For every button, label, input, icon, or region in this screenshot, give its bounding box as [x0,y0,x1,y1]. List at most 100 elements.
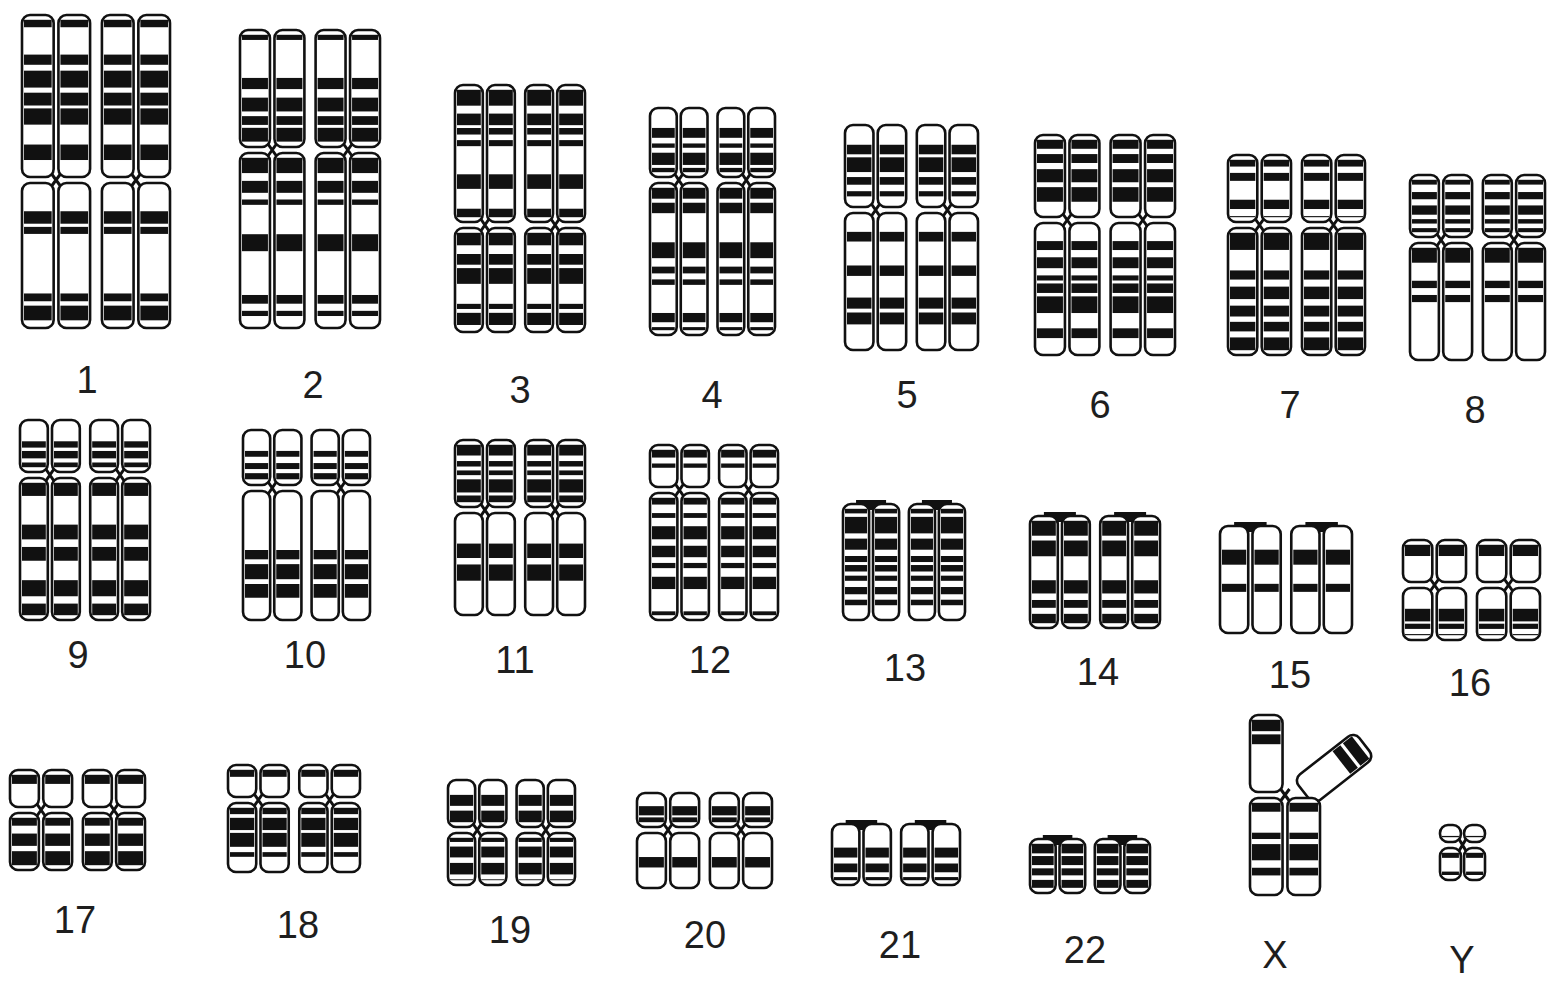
chromatid-arm [343,491,370,620]
chromatid-p-arm [260,765,288,797]
chromatid-outline [1464,848,1485,880]
chromatid-outline [52,478,80,620]
chromosome-band [550,795,573,806]
chromosome-band [1113,241,1139,250]
chromosome-band [276,181,302,193]
chromatid-outline [1516,175,1545,237]
chromosome-pair [832,820,960,885]
chromatid-arm [487,440,515,507]
chromosome-band [276,311,302,316]
chromosome-band [1264,200,1289,209]
chromosome-band [262,770,286,777]
chromosome-band [1264,322,1289,332]
chromosome-band [519,863,542,875]
chromatid-outline [548,833,575,885]
chromosome-band [1064,541,1088,557]
chromatid-outline [299,803,327,872]
chromosome-band [750,242,773,258]
chromatid-arm [1464,848,1485,880]
chromosome-band [104,293,132,301]
chromosome-band [720,128,743,138]
chromatid-outline [102,183,134,328]
chromatid-arm [243,430,270,485]
chromosome-band [952,313,976,325]
chromosome-band [1097,856,1119,865]
chromatid-arm [557,440,585,507]
chromatid-outline [1062,516,1090,628]
chromosome-band [1289,868,1318,876]
chromatid-outline [243,430,270,485]
chromosome-band [1062,844,1084,854]
chromatid-arm [650,183,677,335]
chromosome-band [24,71,52,88]
chromosome-pair [1035,135,1175,355]
chromosome-band [276,98,302,112]
chromosome-band [1252,833,1281,839]
chromosome-band [684,463,707,467]
chromosome-pair [240,30,380,328]
chromosome-pair [1440,825,1485,880]
chromosome-band [1479,634,1504,635]
chromosome-band [941,587,963,594]
chromatid-outline [343,430,370,485]
chromosome-band [24,211,52,223]
chromosome-band [1134,600,1158,608]
chromosome-band [345,463,368,469]
chromosome-band [1485,205,1510,214]
chromatid-arm [90,420,118,472]
chromosome-band [489,140,513,146]
chromosome-band [457,114,481,126]
chromatid-arm [1511,540,1540,582]
chromatid-outline [1410,175,1439,237]
chromatid-arm [548,780,575,827]
chromosome-band [911,539,933,550]
centromere [675,174,683,186]
chromatid-arm [670,793,699,827]
chromosome-band [935,848,958,858]
chromosome-band [1032,868,1054,875]
chromosome-band [318,295,344,304]
chromatid-outline [719,493,746,620]
chromosome-band [92,580,116,596]
chromosome-band [639,817,664,822]
centromere [664,824,672,836]
chromosome-band [845,600,867,606]
chromatid-arm [939,504,965,620]
chromosome-band [104,306,132,321]
chromosome-band [1479,545,1504,556]
chromosome-band [1304,270,1329,279]
chromosome-band [489,470,513,475]
chromosome-band [875,576,897,581]
chromatid-p-arm [1262,155,1291,222]
chromosome-band [12,834,37,846]
chromosome-band [911,509,933,514]
chromosome-band [639,806,664,815]
chromatid-p-arm [332,765,360,797]
chromosome-band [1479,624,1504,629]
chromatid-outline [1302,155,1331,222]
chromatid-outline [1440,825,1461,842]
chromosome-band [559,209,583,217]
chromatid-outline [1336,228,1365,355]
chromatid-arm [909,504,935,620]
chromosome-band [1113,257,1139,268]
chromosome-band [104,93,132,106]
centromere [871,204,879,216]
chromosome-band [489,445,513,456]
chromosome-band [124,463,148,468]
chromosome-band [1405,545,1430,556]
chromosome-band [489,128,513,135]
chromatid-outline [710,793,739,827]
chromosome-band [753,513,776,518]
chromosome-band [721,577,744,589]
chromatid-p-arm [743,793,772,827]
chromosome-band [1230,270,1255,279]
chromatid-outline [557,513,585,615]
chromosome-band [118,851,143,865]
chromatid-outline [670,793,699,827]
chromatid-outline [243,491,270,620]
chromosome-band [1485,228,1510,232]
chromosome-band [652,563,675,568]
chromosome-band [1037,169,1063,182]
chromatid-outline [487,440,515,507]
